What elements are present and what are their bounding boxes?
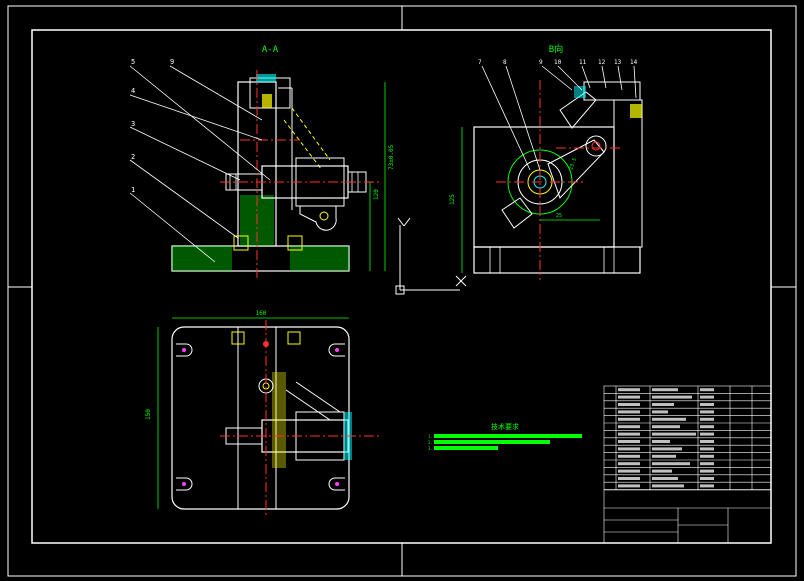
tech-req-item-3: 3. bbox=[428, 446, 433, 451]
bom-material-mark bbox=[700, 432, 714, 436]
bom-code-mark bbox=[618, 395, 640, 399]
balloon-10: 10 bbox=[554, 59, 562, 66]
ucs-axis-icon bbox=[395, 217, 467, 295]
bom-text-marks bbox=[618, 388, 714, 488]
bom-material-mark bbox=[700, 417, 714, 421]
bom-code-mark bbox=[618, 432, 640, 436]
bom-material-mark bbox=[700, 388, 714, 392]
bom-material-mark bbox=[700, 477, 714, 480]
bom-code-mark bbox=[618, 447, 640, 451]
bom-code-mark bbox=[618, 484, 640, 488]
balloon-9b: 9 bbox=[539, 59, 543, 66]
bom-name-mark bbox=[652, 454, 676, 458]
tech-req-title: 技术要求 bbox=[491, 422, 519, 431]
dim-height-a: 73±0.05 bbox=[388, 144, 395, 170]
balloon-2: 2 bbox=[131, 153, 135, 161]
view-b: B向 125 25 25.5 bbox=[449, 43, 643, 280]
bom-name-mark bbox=[652, 469, 672, 473]
bom-material-mark bbox=[700, 462, 714, 466]
bom-name-mark bbox=[652, 403, 674, 406]
bom-code-mark bbox=[618, 403, 640, 406]
balloon-7: 7 bbox=[478, 59, 482, 66]
bom-code-mark bbox=[618, 477, 640, 480]
sheet-outer-border bbox=[7, 5, 797, 577]
left-leaders bbox=[129, 65, 271, 263]
bom-code-mark bbox=[618, 469, 640, 473]
bom-material-mark bbox=[700, 440, 714, 443]
bom-name-mark bbox=[652, 388, 678, 392]
bom-name-mark bbox=[652, 447, 682, 451]
right-leaders bbox=[481, 65, 637, 171]
bom-name-mark bbox=[652, 425, 680, 429]
balloon-9: 9 bbox=[170, 58, 174, 66]
balloon-14: 14 bbox=[630, 59, 638, 66]
bom-material-mark bbox=[700, 454, 714, 458]
bom-name-mark bbox=[652, 417, 686, 421]
bom-material-mark bbox=[700, 395, 714, 399]
bom-code-mark bbox=[618, 454, 640, 458]
left-balloons: 5 9 4 3 2 1 bbox=[131, 58, 174, 194]
bom-code-mark bbox=[618, 388, 640, 392]
dim-height-a2: 120 bbox=[373, 189, 380, 200]
bom-name-mark bbox=[652, 432, 696, 436]
balloon-13: 13 bbox=[614, 59, 622, 66]
plan-view: 160 150 bbox=[145, 310, 380, 515]
bom-name-mark bbox=[652, 395, 692, 399]
bom-material-mark bbox=[700, 410, 714, 414]
bom-material-mark bbox=[700, 403, 714, 406]
dim-inclined: 25.5 bbox=[568, 157, 578, 170]
bom-code-mark bbox=[618, 410, 640, 414]
bom-code-mark bbox=[618, 440, 640, 443]
bom-material-mark bbox=[700, 447, 714, 451]
bom-name-mark bbox=[652, 410, 668, 414]
tech-req-item-1: 1. bbox=[428, 434, 433, 439]
bom-material-mark bbox=[700, 425, 714, 429]
bom-code-mark bbox=[618, 425, 640, 429]
bom-material-mark bbox=[700, 484, 714, 488]
bom-name-mark bbox=[652, 440, 670, 443]
title-block bbox=[603, 385, 772, 544]
dim-height-b: 125 bbox=[449, 194, 456, 205]
view-b-title: B向 bbox=[549, 43, 563, 55]
bom-material-mark bbox=[700, 469, 714, 473]
balloon-8: 8 bbox=[503, 59, 507, 66]
bom-code-mark bbox=[618, 462, 640, 466]
bom-name-mark bbox=[652, 462, 690, 466]
center-marks bbox=[8, 6, 796, 576]
balloon-12: 12 bbox=[598, 59, 606, 66]
bom-name-mark bbox=[652, 477, 678, 480]
right-balloons: 7 8 9 10 11 12 13 14 bbox=[478, 59, 638, 66]
section-a-a-view: A-A bbox=[171, 45, 395, 278]
balloon-5: 5 bbox=[131, 58, 135, 66]
tech-req-item-2: 2. bbox=[428, 440, 433, 445]
dim-height-plan: 150 bbox=[145, 409, 152, 420]
dim-bottom-b: 25 bbox=[556, 213, 562, 219]
balloon-4: 4 bbox=[131, 87, 135, 95]
tech-requirements: 技术要求 1. 2. 3. bbox=[428, 422, 582, 451]
balloon-11: 11 bbox=[579, 59, 587, 66]
section-a-a-title: A-A bbox=[262, 45, 279, 55]
balloon-3: 3 bbox=[131, 120, 135, 128]
bom-name-mark bbox=[652, 484, 684, 488]
balloon-1: 1 bbox=[131, 186, 135, 194]
bom-code-mark bbox=[618, 417, 640, 421]
dim-width-plan: 160 bbox=[256, 310, 267, 317]
